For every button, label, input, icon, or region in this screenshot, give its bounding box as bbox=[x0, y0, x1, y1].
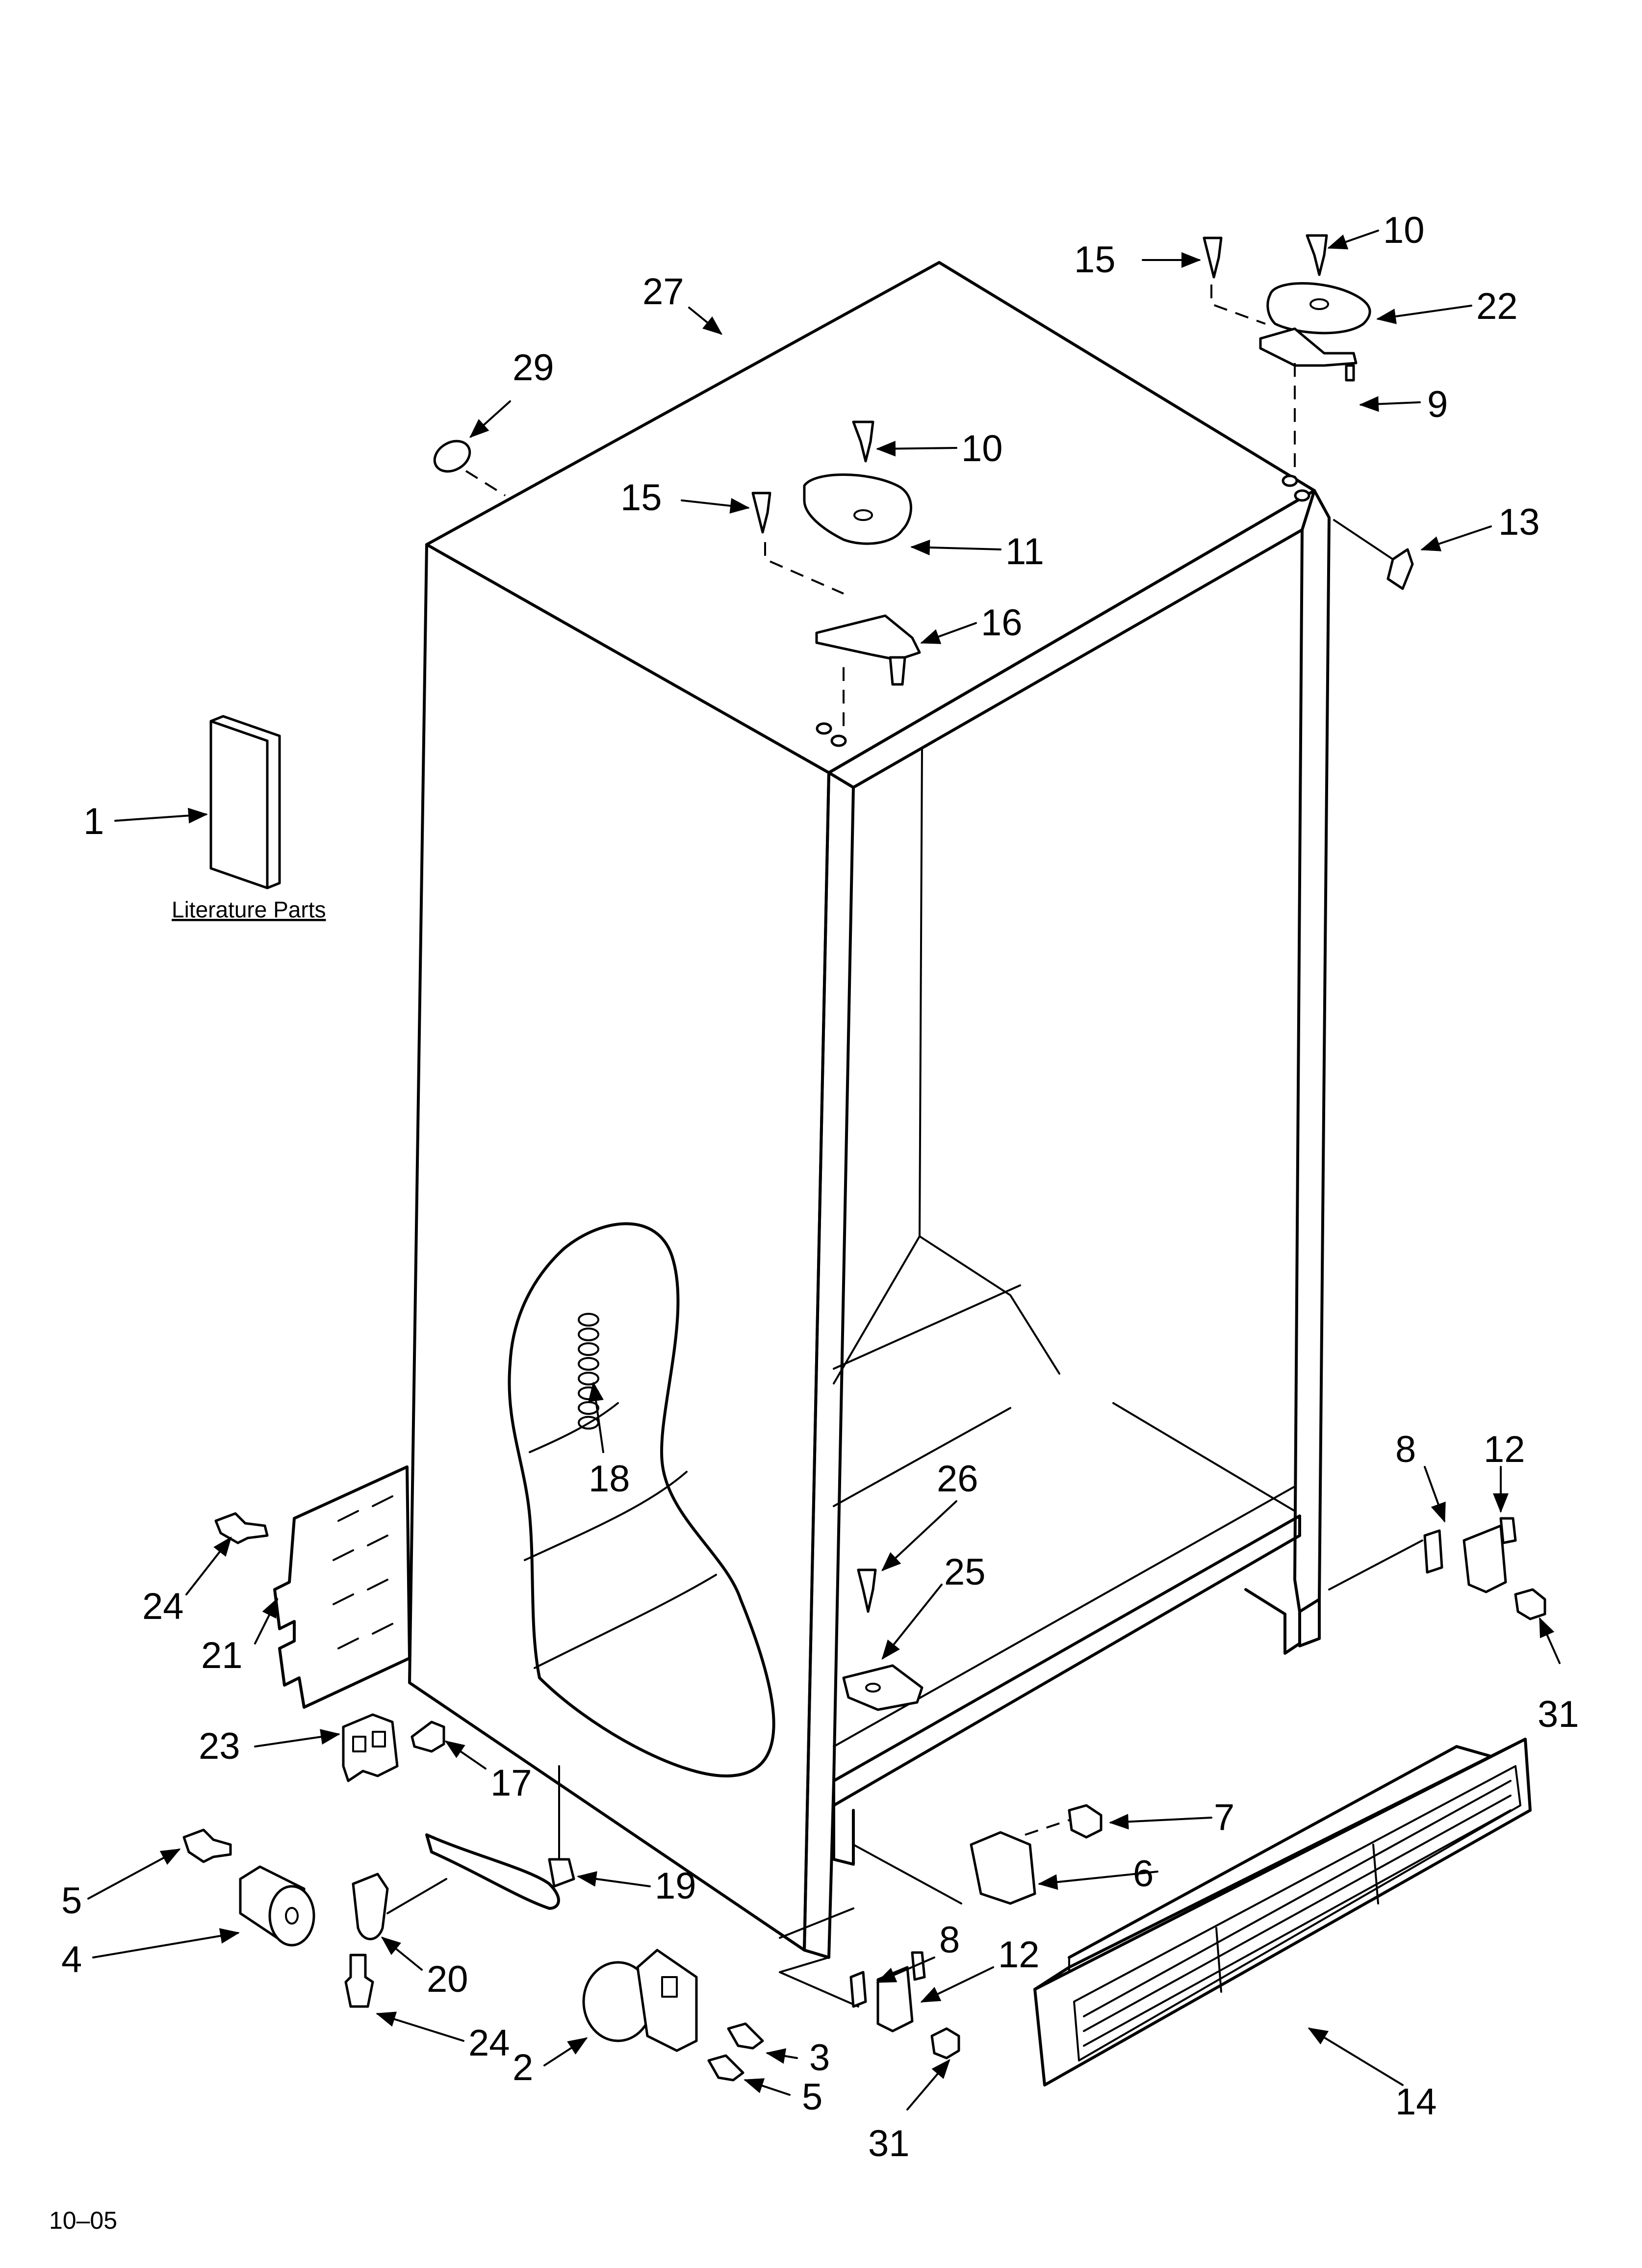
callout-10-center: 10 bbox=[961, 428, 1003, 469]
screw-24-upper bbox=[214, 1512, 269, 1544]
screw-24-lower bbox=[344, 1954, 374, 2008]
callout-12-right: 12 bbox=[1484, 1429, 1525, 1470]
callout-24-lower: 24 bbox=[468, 2022, 510, 2064]
toe-grille bbox=[1033, 1738, 1532, 2086]
callout-9: 9 bbox=[1427, 384, 1448, 425]
callout-29: 29 bbox=[513, 347, 554, 389]
screw-5-left bbox=[182, 1828, 232, 1863]
drain-tube bbox=[425, 1765, 575, 1910]
callout-31-right: 31 bbox=[1538, 1694, 1579, 1735]
callout-31-lower: 31 bbox=[868, 2123, 910, 2164]
center-hinge-assembly bbox=[751, 420, 921, 747]
bracket-6 bbox=[970, 1831, 1036, 1905]
callout-15-center: 15 bbox=[620, 477, 662, 519]
callout-19: 19 bbox=[655, 1865, 696, 1907]
right-hinge-bracket bbox=[1423, 1517, 1546, 1620]
plug-cap bbox=[433, 440, 506, 496]
footer-code: 10–05 bbox=[49, 2207, 117, 2234]
callout-15-upper: 15 bbox=[1074, 239, 1116, 281]
insulation-cutaway bbox=[508, 1222, 775, 1777]
lower-hinge-bracket bbox=[849, 1951, 960, 2059]
leader-lines bbox=[87, 230, 1561, 2111]
callout-11: 11 bbox=[1005, 531, 1044, 573]
bracket-23 bbox=[342, 1713, 399, 1782]
callout-20: 20 bbox=[427, 1958, 468, 2000]
callout-labels: 1 2 3 4 5 5 6 7 8 8 9 10 10 11 12 12 13 … bbox=[49, 209, 1579, 2234]
tube-clamp bbox=[352, 1873, 447, 1940]
callout-25: 25 bbox=[944, 1551, 986, 1593]
callout-8-right: 8 bbox=[1395, 1429, 1416, 1470]
hinge-pin bbox=[1333, 519, 1414, 590]
callout-22: 22 bbox=[1476, 286, 1518, 327]
callout-24-upper: 24 bbox=[142, 1586, 184, 1627]
upper-hinge-assembly bbox=[1203, 234, 1371, 502]
callout-5-right: 5 bbox=[802, 2076, 822, 2118]
screw-17 bbox=[410, 1721, 445, 1753]
callout-5-left: 5 bbox=[61, 1880, 82, 1922]
callout-17: 17 bbox=[490, 1762, 532, 1804]
callout-4: 4 bbox=[61, 1939, 82, 1981]
callout-6: 6 bbox=[1133, 1853, 1154, 1895]
callout-14: 14 bbox=[1395, 2081, 1437, 2123]
rear-access-panel bbox=[273, 1465, 411, 1709]
callout-10-upper: 10 bbox=[1383, 209, 1425, 251]
screw-7 bbox=[1025, 1804, 1103, 1839]
screw-5-right bbox=[707, 2054, 744, 2082]
literature-booklet bbox=[209, 715, 281, 889]
callout-3: 3 bbox=[809, 2037, 830, 2079]
screw-26 bbox=[857, 1568, 877, 1613]
callout-13: 13 bbox=[1498, 501, 1540, 543]
roller-front bbox=[582, 1949, 698, 2052]
screw-3 bbox=[727, 2022, 764, 2050]
callout-21: 21 bbox=[201, 1635, 243, 1676]
callout-8-lower: 8 bbox=[939, 1919, 960, 1961]
bracket-25 bbox=[842, 1664, 924, 1711]
callout-12-lower: 12 bbox=[998, 1934, 1040, 1976]
callout-2: 2 bbox=[513, 2047, 533, 2088]
callout-7: 7 bbox=[1214, 1797, 1234, 1838]
drain-tube-spring bbox=[578, 1313, 599, 1430]
callout-16: 16 bbox=[981, 602, 1023, 644]
callout-1: 1 bbox=[83, 801, 104, 842]
callout-26: 26 bbox=[937, 1458, 978, 1500]
callout-18: 18 bbox=[589, 1458, 630, 1500]
cabinet-body bbox=[408, 261, 1423, 2007]
roller-assembly bbox=[239, 1865, 315, 1947]
literature-parts-label: Literature Parts bbox=[172, 897, 326, 922]
callout-23: 23 bbox=[199, 1725, 240, 1767]
callout-27: 27 bbox=[642, 271, 684, 313]
